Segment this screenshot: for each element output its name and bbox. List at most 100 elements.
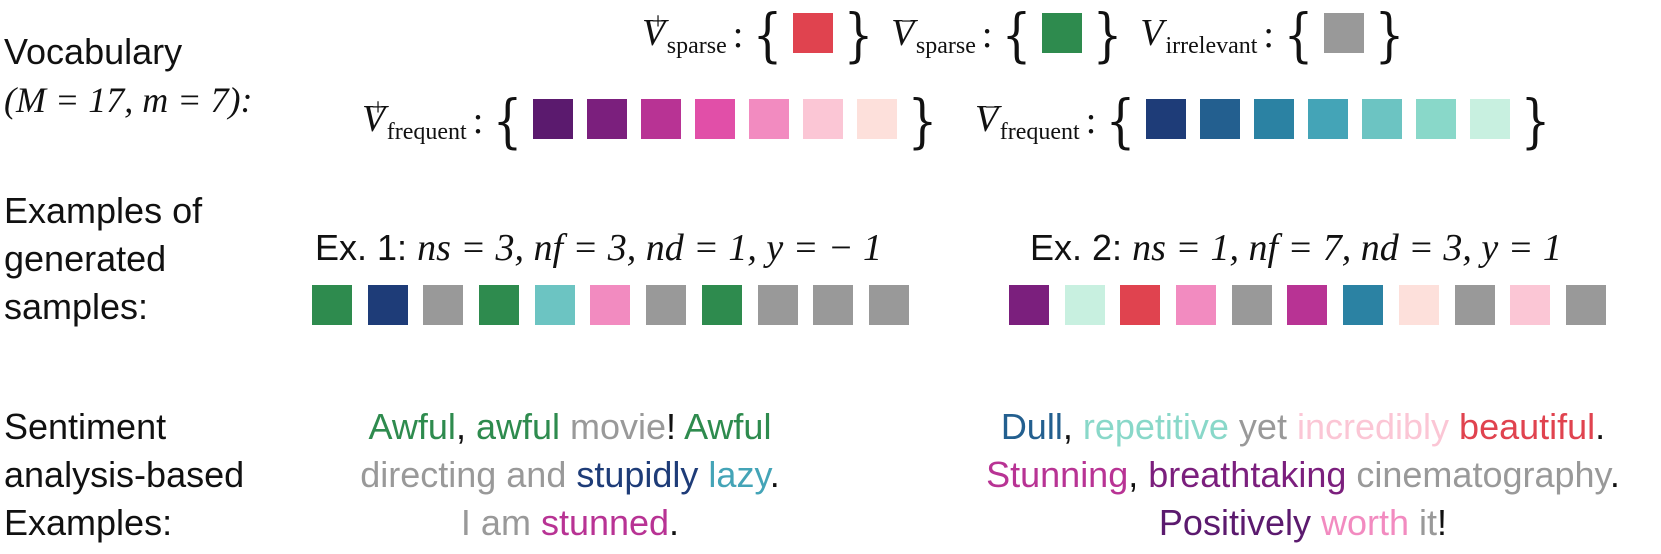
example2-token-1 [1064,285,1105,325]
sparse-pos-token-0 [793,12,834,53]
example1-token-3 [479,285,520,325]
vocabulary-label: Vocabulary (M = 17, m = 7): [4,28,253,124]
vocab-row-frequent-neg: V−frequent : { } [975,87,1551,155]
example1-token-1 [367,285,408,325]
frequent-neg-token-1 [1200,98,1241,139]
example2-token-4 [1231,285,1272,325]
sentiment1-word: , [455,406,476,447]
sparse-pos-set [786,12,840,58]
examples-label-line2: generated [4,238,167,279]
example2-token-8 [1454,285,1495,325]
sentiment2-line-1: Stunning, breathtaking cinematography. [950,451,1656,499]
frequent-pos-set [526,98,904,144]
sentiment1-word: stunned [540,502,670,543]
sentiment1-line-0: Awful, awful movie! Awful [300,403,840,451]
example1-sequence [312,285,925,325]
frequent-neg-symbol: V−frequent [975,94,1080,145]
sentiment1-word: lazy [708,454,770,495]
sentiment2-word: incredibly [1296,406,1450,447]
example1-token-0 [312,285,352,325]
sentiment-label-line2: analysis-based [4,454,245,495]
example2-token-10 [1565,285,1606,325]
sentiment2-word: . [1595,406,1606,447]
sentiment1-word: directing and [360,454,577,495]
irrelevant-token-0 [1323,12,1364,53]
sentiment1-word: . [669,502,680,543]
sentiment1-word: ! [666,406,685,447]
example2-token-2 [1120,285,1161,325]
example2-params: ns = 1, nf = 7, nd = 3, y = 1 [1132,227,1562,269]
sentiment1-word [698,454,708,495]
example1-token-7 [701,285,742,325]
sentiment1-word: . [769,454,780,495]
sentiment2-word: repetitive [1082,406,1229,447]
sentiment2-word: beautiful [1459,406,1596,447]
frequent-pos-token-4 [749,98,790,139]
example2-sequence [1009,285,1622,325]
sparse-neg-set [1035,12,1089,58]
example1-params: ns = 3, nf = 3, nd = 1, y = − 1 [417,227,882,269]
frequent-pos-token-0 [533,98,574,139]
sentiment-label-line1: Sentiment [4,406,167,447]
sentiment-label-line3: Examples: [4,502,173,543]
brace-open: { [1283,1,1314,69]
frequent-pos-token-2 [641,98,682,139]
frequent-pos-token-6 [857,98,898,139]
frequent-pos-token-1 [587,98,628,139]
example1-token-9 [813,285,854,325]
sentiment2-word: Stunning [986,454,1129,495]
example1-token-2 [423,285,464,325]
sentiment2-word: yet [1228,406,1297,447]
sentiment2-word: cinematography [1346,454,1610,495]
sentiment2-word: breathtaking [1148,454,1347,495]
example1-token-5 [590,285,631,325]
sentiment2-word: worth [1321,502,1410,543]
sentiment1-word: movie [560,406,667,447]
irrelevant-set [1317,12,1371,58]
sentiment1-word: I am [460,502,541,543]
frequent-neg-token-0 [1146,98,1187,139]
sentiment2-line-2: Positively worth it! [950,499,1656,547]
examples-label-line3: samples: [4,286,149,327]
brace-open: { [753,1,783,69]
example2-token-3 [1176,285,1217,325]
example1-token-10 [868,285,909,325]
examples-label-line1: Examples of [4,190,203,231]
brace-close: } [1520,87,1551,155]
sentiment1-word: Awful [368,406,456,447]
example1-token-6 [646,285,687,325]
examples-label: Examples of generated samples: [4,187,202,331]
sentiment1-line-2: I am stunned. [300,499,840,547]
example2-token-6 [1343,285,1384,325]
frequent-neg-token-5 [1416,98,1457,139]
frequent-pos-token-3 [695,98,736,139]
sentiment2-word: , [1128,454,1149,495]
vocabulary-label-line1: Vocabulary [4,31,183,72]
example2-token-5 [1287,285,1328,325]
sentiment2-word [1311,502,1321,543]
example1-prefix: Ex. 1: [315,227,408,268]
example2-token-7 [1398,285,1439,325]
vocab-row-frequent-pos: V+frequent : { } [362,87,938,155]
sentiment1-word: awful [475,406,560,447]
frequent-pos-token-5 [803,98,844,139]
brace-open: { [1105,87,1136,155]
sentiment2-line-0: Dull, repetitive yet incredibly beautifu… [950,403,1656,451]
brace-close: } [1374,1,1405,69]
example2-title: Ex. 2: ns = 1, nf = 7, nd = 3, y = 1 [1030,226,1562,270]
sparse-neg-symbol: V−sparse [891,8,976,59]
sparse-pos-symbol: V+sparse [642,8,727,59]
brace-open: { [492,87,523,155]
sentiment2-word: , [1062,406,1083,447]
sentiment1-word: stupidly [576,454,699,495]
sentiment1-word: Awful [684,406,772,447]
frequent-neg-token-3 [1308,98,1349,139]
brace-close: } [1093,1,1123,69]
sentiment-label: Sentiment analysis-based Examples: [4,403,244,547]
example1-title: Ex. 1: ns = 3, nf = 3, nd = 1, y = − 1 [315,226,882,270]
example2-token-0 [1009,285,1049,325]
vocabulary-label-line2: (M = 17, m = 7): [4,80,253,120]
